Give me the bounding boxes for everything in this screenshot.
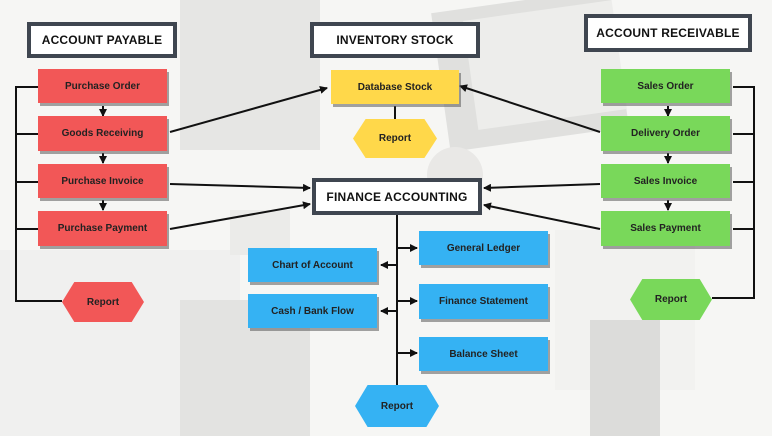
- inventory-report-hexagon: Report: [353, 119, 437, 158]
- finance-report-hexagon: Report: [355, 385, 439, 427]
- purchase-invoice-box: Purchase Invoice: [38, 164, 167, 198]
- sales-order-box: Sales Order: [601, 69, 730, 103]
- sales-payment-box: Sales Payment: [601, 211, 730, 246]
- account-payable-header: ACCOUNT PAYABLE: [27, 22, 177, 58]
- cash-bank-flow-box: Cash / Bank Flow: [248, 294, 377, 328]
- payable-report-hexagon: Report: [62, 282, 144, 322]
- purchase-payment-box: Purchase Payment: [38, 211, 167, 246]
- balance-sheet-box: Balance Sheet: [419, 337, 548, 371]
- delivery-order-box: Delivery Order: [601, 116, 730, 151]
- finance-statement-box: Finance Statement: [419, 284, 548, 319]
- purchase-order-box: Purchase Order: [38, 69, 167, 103]
- database-stock-box: Database Stock: [331, 70, 459, 104]
- inventory-stock-header: INVENTORY STOCK: [310, 22, 480, 58]
- finance-accounting-header: FINANCE ACCOUNTING: [312, 178, 482, 215]
- goods-receiving-box: Goods Receiving: [38, 116, 167, 151]
- account-receivable-header: ACCOUNT RECEIVABLE: [584, 14, 752, 52]
- receivable-report-hexagon: Report: [630, 279, 712, 320]
- chart-of-account-box: Chart of Account: [248, 248, 377, 282]
- sales-invoice-box: Sales Invoice: [601, 164, 730, 198]
- general-ledger-box: General Ledger: [419, 231, 548, 265]
